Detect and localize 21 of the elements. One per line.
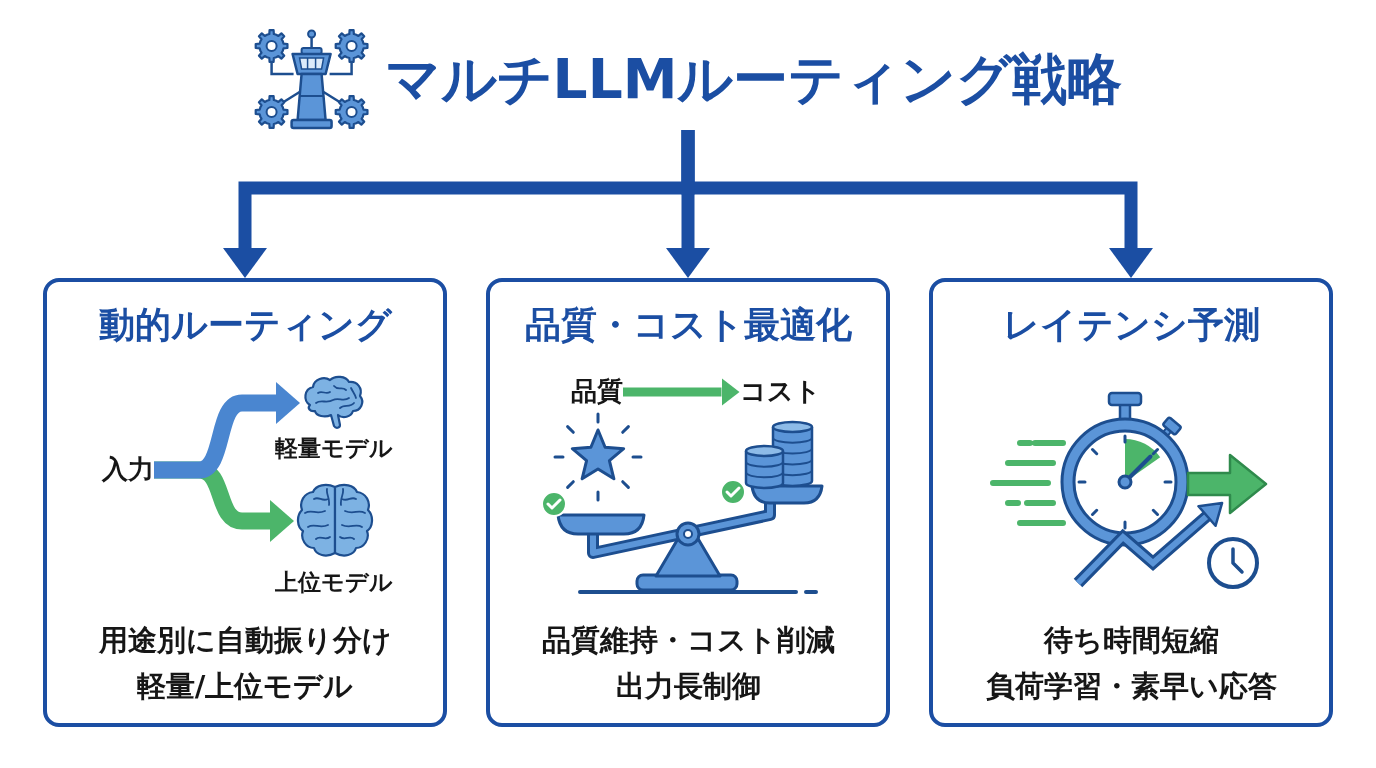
connector-arrow	[154, 382, 300, 479]
card-description: 出力長制御	[615, 668, 761, 704]
card-description: 品質維持・コスト削減	[541, 622, 835, 658]
flow-label: 入力	[102, 454, 154, 486]
card-heading: 品質・コスト最適化	[524, 303, 852, 347]
card-panel	[43, 278, 447, 727]
model-label: 軽量モデル	[275, 435, 393, 463]
connector-arrow	[623, 378, 740, 406]
card-description: 待ち時間短縮	[1043, 622, 1219, 658]
card-panel	[929, 278, 1333, 727]
flow-label: コスト	[739, 376, 821, 408]
card-panel	[486, 278, 890, 727]
card-heading: レイテンシ予測	[1002, 303, 1260, 347]
flow-label: 品質	[571, 376, 623, 408]
connector-arrow	[223, 130, 695, 278]
diagram-title: マルチLLMルーティング戦略	[384, 46, 1123, 112]
model-label: 上位モデル	[275, 569, 393, 597]
card-description: 軽量/上位モデル	[136, 668, 354, 704]
card-description: 負荷学習・素早い応答	[985, 668, 1277, 704]
card-description: 用途別に自動振り分け	[98, 622, 392, 658]
card-heading: 動的ルーティング	[98, 303, 392, 347]
